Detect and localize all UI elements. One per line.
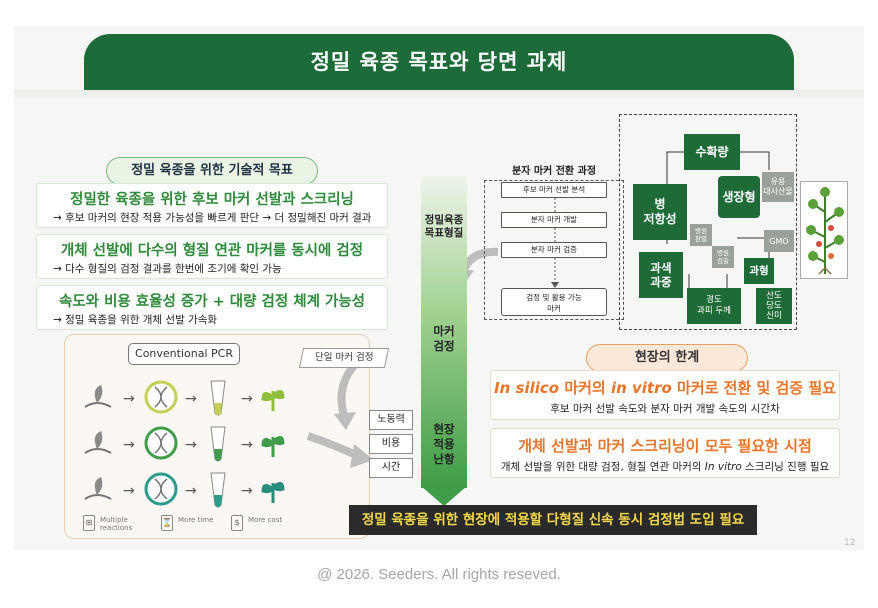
title-shadow <box>14 90 864 100</box>
goal-card-3: 속도와 비용 효율성 증가 + 대량 검정 체계 가능성 → 정밀 육종을 위한… <box>36 285 388 330</box>
slide: 정밀 육종 목표와 당면 과제 정밀 육종을 위한 기술적 목표 정밀한 육종을… <box>14 26 864 550</box>
trait-pathogen-detect: 병원 검출 <box>712 246 734 268</box>
pcr-title: Conventional PCR <box>128 343 240 365</box>
flow-step-1: 후보 마커 선발 분석 <box>501 182 607 198</box>
trait-disease-resistance: 병 저항성 <box>633 184 687 240</box>
pcr-row-3: → → → <box>77 469 357 511</box>
single-marker-test-tag: 단일 마커 검정 <box>298 348 390 368</box>
pcr-row-2: → → → <box>77 423 357 465</box>
flow-title: 분자 마커 전환 과정 <box>511 166 597 177</box>
trait-pathogen-id: 병원 판별 <box>690 224 712 246</box>
svg-text:→: → <box>241 483 253 499</box>
svg-text:→: → <box>185 391 197 407</box>
svg-text:→: → <box>241 391 253 407</box>
flow-step-4: 검정 및 활용 가능 마커 <box>501 288 607 316</box>
svg-text:→: → <box>241 437 253 453</box>
goal-sub: → 다수 형질의 검정 결과를 한번에 조기에 확인 가능 <box>53 263 282 275</box>
slide-title: 정밀 육종 목표와 당면 과제 <box>84 34 794 90</box>
flow-connectors <box>551 198 559 288</box>
goal-card-1: 정밀한 육종을 위한 후보 마커 선발과 스크리닝 → 후보 마커의 현장 적용… <box>36 183 388 228</box>
trait-fruit-color: 과색 과중 <box>639 252 683 298</box>
trait-fruit-shape: 과형 <box>744 258 774 284</box>
page-number: 12 <box>844 538 856 548</box>
plant-image <box>800 181 848 279</box>
svg-text:→: → <box>185 437 197 453</box>
stage-arrow <box>421 176 467 488</box>
svg-text:→: → <box>123 391 135 407</box>
trait-acidity: 산도 당도 신미 <box>756 288 792 324</box>
limit-sub: 개체 선발을 위한 대량 검정, 형질 연관 마커의 In vitro 스크리닝… <box>500 461 830 473</box>
goal-sub: → 후보 마커의 현장 적용 가능성을 빠르게 판단 → 더 정밀해진 마커 결… <box>53 212 372 224</box>
limit-card-1: In silico 마커의 in vitro 마커로 전환 및 검증 필요 후보… <box>490 370 840 420</box>
stage-target-trait: 정밀육종 목표형질 <box>424 214 464 239</box>
trait-yield: 수확량 <box>684 134 740 170</box>
stage-field-difficulty: 현장 적용 난항 <box>433 422 455 466</box>
limit-heading: In silico 마커의 in vitro 마커로 전환 및 검증 필요 <box>494 379 836 397</box>
flow-step-3: 분자 마커 검증 <box>501 242 607 258</box>
trait-hardness: 경도 과피 두께 <box>687 288 741 324</box>
trait-diagram-frame <box>619 114 797 330</box>
goal-card-2: 개체 선발에 다수의 형질 연관 마커를 동시에 검정 → 다수 형질의 검정 … <box>36 234 388 279</box>
goal-heading: 속도와 비용 효율성 증가 + 대량 검정 체계 가능성 <box>59 294 365 310</box>
svg-text:→: → <box>185 483 197 499</box>
flow-frame <box>484 180 624 320</box>
factor-time: 시간 <box>369 458 413 478</box>
curved-arrows <box>306 363 374 468</box>
stage-marker-test: 마커 검정 <box>433 324 455 353</box>
pcr-workflow-icon: → → → <box>84 380 285 416</box>
pcr-row-1: → → → <box>77 377 357 419</box>
limit-heading: 개체 선발과 마커 스크리닝이 모두 필요한 시점 <box>518 437 812 455</box>
flow-step-2: 분자 마커 개발 <box>501 212 607 228</box>
factor-cost: 비용 <box>369 434 413 454</box>
limit-card-2: 개체 선발과 마커 스크리닝이 모두 필요한 시점 개체 선발을 위한 대량 검… <box>490 428 840 478</box>
hourglass-icon: ⌛ <box>161 515 173 531</box>
limits-pill: 현장의 한계 <box>586 344 748 372</box>
goal-heading: 정밀한 육종을 위한 후보 마커 선발과 스크리닝 <box>70 192 354 208</box>
pcr-workflow-icon: → → → <box>84 472 285 508</box>
limit-sub: 후보 마커 선발 속도와 분자 마커 개발 속도의 시간차 <box>550 403 780 415</box>
goal-heading: 개체 선발에 다수의 형질 연관 마커를 동시에 검정 <box>60 243 364 259</box>
trait-gmo: GMO <box>764 230 794 252</box>
copyright-footer: @ 2026. Seeders. All rights reseved. <box>317 566 561 583</box>
money-icon: $ <box>231 515 243 531</box>
grid-icon: ⊞ <box>83 515 95 531</box>
trait-growth: 생장형 <box>718 176 760 218</box>
trait-metabolite: 유용 대사산물 <box>762 172 794 202</box>
tomato-plant-icon <box>806 187 844 275</box>
svg-text:→: → <box>123 437 135 453</box>
svg-text:→: → <box>123 483 135 499</box>
goals-pill: 정밀 육종을 위한 기술적 목표 <box>106 157 318 185</box>
pcr-workflow-icon: → → → <box>84 426 285 462</box>
conclusion-banner: 정밀 육종을 위한 현장에 적용할 다형질 신속 동시 검정법 도입 필요 <box>349 505 757 535</box>
stage-arrow-tip <box>421 486 467 506</box>
factor-labor: 노동력 <box>369 410 413 430</box>
goal-sub: → 정밀 육종을 위한 개체 선발 가속화 <box>53 314 218 326</box>
